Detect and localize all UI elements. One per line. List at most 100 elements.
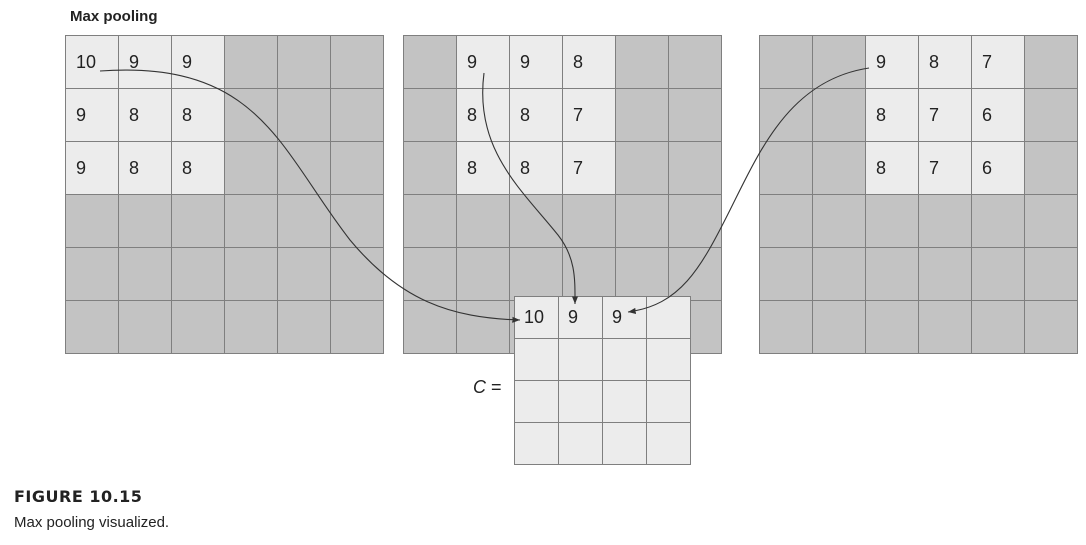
output-cell — [603, 381, 646, 422]
grid-cell — [119, 248, 171, 300]
grid-cell — [760, 36, 812, 88]
grid-cell — [331, 142, 383, 194]
window-cell: 6 — [972, 142, 1024, 194]
grid-cell — [1025, 248, 1077, 300]
window-cell: 8 — [119, 142, 171, 194]
grid-cell — [866, 248, 918, 300]
output-cell — [515, 423, 558, 464]
window-cell: 6 — [972, 89, 1024, 141]
grid-cell — [616, 248, 668, 300]
window-cell: 7 — [972, 36, 1024, 88]
grid-cell — [172, 248, 224, 300]
grid-cell — [331, 36, 383, 88]
window-cell: 9 — [866, 36, 918, 88]
grid-cell — [66, 195, 118, 247]
grid-cell — [225, 89, 277, 141]
grid-cell — [669, 248, 721, 300]
output-cell: 9 — [603, 297, 646, 338]
window-cell: 8 — [510, 89, 562, 141]
grid-cell — [866, 195, 918, 247]
grid-cell — [225, 248, 277, 300]
grid-cell — [616, 142, 668, 194]
window-cell: 8 — [563, 36, 615, 88]
output-label-var: C — [473, 377, 486, 397]
grid-cell — [278, 89, 330, 141]
window-cell: 8 — [919, 36, 971, 88]
window-cell: 7 — [919, 89, 971, 141]
grid-cell — [278, 36, 330, 88]
grid-cell — [457, 195, 509, 247]
grid-cell — [813, 142, 865, 194]
grid-cell — [510, 195, 562, 247]
grid-cell — [331, 248, 383, 300]
grid-cell — [331, 195, 383, 247]
window-cell: 9 — [510, 36, 562, 88]
grid-cell — [457, 248, 509, 300]
grid-cell — [66, 301, 118, 353]
grid-cell — [331, 301, 383, 353]
grid-cell — [225, 36, 277, 88]
grid-cell — [510, 248, 562, 300]
window-cell: 8 — [172, 89, 224, 141]
grid-cell — [760, 248, 812, 300]
grid-cell — [669, 142, 721, 194]
grid-cell — [616, 89, 668, 141]
grid-cell — [404, 301, 456, 353]
grid-cell — [1025, 301, 1077, 353]
grid-cell — [172, 195, 224, 247]
window-cell: 7 — [919, 142, 971, 194]
grid-cell — [669, 36, 721, 88]
grid-cell — [616, 36, 668, 88]
grid-cell — [563, 248, 615, 300]
diagram-title: Max pooling — [70, 8, 158, 25]
grid-cell — [760, 195, 812, 247]
output-cell — [559, 423, 602, 464]
window-cell: 10 — [66, 36, 118, 88]
grid-cell — [972, 248, 1024, 300]
grid-cell — [813, 36, 865, 88]
window-cell: 8 — [457, 89, 509, 141]
output-cell: 10 — [515, 297, 558, 338]
output-cell — [603, 339, 646, 380]
window-cell: 7 — [563, 142, 615, 194]
grid-cell — [66, 248, 118, 300]
output-cell — [515, 381, 558, 422]
grid-cell — [172, 301, 224, 353]
grid-cell — [1025, 89, 1077, 141]
grid-cell — [457, 301, 509, 353]
window-cell: 8 — [172, 142, 224, 194]
output-cell: 9 — [559, 297, 602, 338]
grid-cell — [669, 89, 721, 141]
grid-cell — [404, 195, 456, 247]
figure-caption: Max pooling visualized. — [14, 514, 170, 531]
grid-cell — [278, 142, 330, 194]
grid-cell — [225, 301, 277, 353]
grid-cell — [278, 248, 330, 300]
grid-cell — [119, 195, 171, 247]
grid-cell — [1025, 36, 1077, 88]
output-cell — [603, 423, 646, 464]
window-cell: 8 — [866, 142, 918, 194]
output-label-eq: = — [486, 377, 502, 397]
output-cell — [559, 339, 602, 380]
window-cell: 9 — [172, 36, 224, 88]
window-cell: 8 — [866, 89, 918, 141]
grid-cell — [866, 301, 918, 353]
grid-cell — [278, 301, 330, 353]
grid-cell — [404, 142, 456, 194]
grid-cell — [404, 248, 456, 300]
figure-number: FIGURE 10.15 — [14, 487, 143, 506]
grid-cell — [616, 195, 668, 247]
grid-cell — [813, 301, 865, 353]
grid-cell — [225, 142, 277, 194]
window-cell: 9 — [119, 36, 171, 88]
output-cell — [559, 381, 602, 422]
window-cell: 9 — [66, 142, 118, 194]
output-cell — [515, 339, 558, 380]
window-cell: 8 — [457, 142, 509, 194]
grid-cell — [404, 89, 456, 141]
window-cell: 7 — [563, 89, 615, 141]
